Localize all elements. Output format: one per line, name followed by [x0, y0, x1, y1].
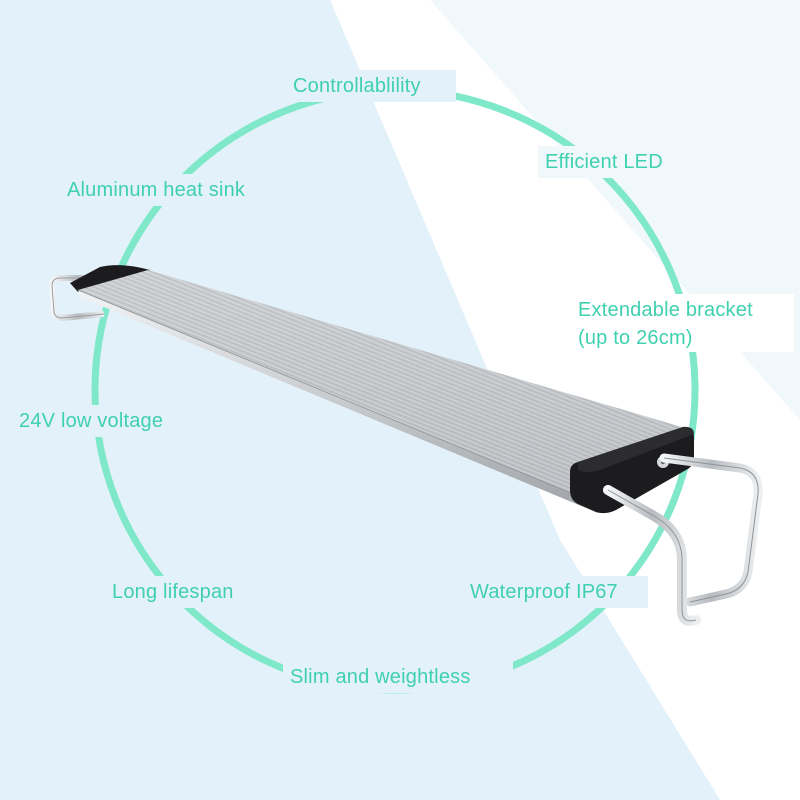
lamp-front-edge: [78, 290, 600, 513]
feature-controllability: Controllablility: [293, 75, 421, 97]
feature-waterproof: Waterproof IP67: [470, 581, 618, 603]
feature-aluminum-heat-sink: Aluminum heat sink: [67, 179, 246, 201]
feature-slim: Slim and weightless: [290, 666, 471, 688]
left-end-cap: [70, 265, 150, 292]
right-bracket: [603, 453, 763, 626]
feature-efficient-led: Efficient LED: [545, 151, 663, 173]
feature-long-lifespan: Long lifespan: [112, 581, 234, 603]
left-bracket: [49, 275, 105, 321]
feature-low-voltage: 24V low voltage: [19, 410, 164, 432]
feature-extendable-bracket: Extendable bracket: [578, 299, 753, 321]
feature-extendable-bracket-range: (up to 26cm): [578, 327, 693, 349]
